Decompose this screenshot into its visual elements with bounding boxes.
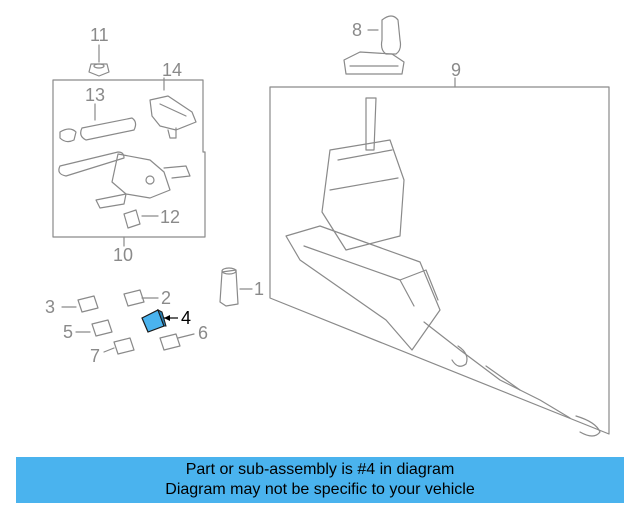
part-12-bracket (123, 209, 159, 229)
part-13-handle (59, 103, 137, 143)
callout-14: 14 (162, 60, 183, 80)
callout-7: 7 (90, 346, 101, 366)
callout-9: 9 (451, 60, 462, 80)
parts-diagram (52, 15, 610, 437)
callout-11: 11 (90, 25, 109, 45)
part-9-shifter (285, 97, 601, 437)
part-3-trim (61, 295, 99, 313)
callout-5: 5 (63, 322, 74, 342)
part-4-highlighted[interactable] (141, 308, 178, 333)
group-box-10 (52, 79, 206, 238)
part-6-trim (159, 333, 195, 351)
callout-6: 6 (198, 323, 209, 343)
part-14-trim (149, 77, 197, 139)
part-8-boot (343, 15, 405, 75)
part-5-trim (75, 319, 113, 337)
part-1-switch (219, 267, 253, 307)
part-2-cap (123, 289, 159, 307)
callout-4[interactable]: 4 (181, 308, 192, 328)
callout-3: 3 (45, 297, 56, 317)
callout-2: 2 (161, 288, 172, 308)
info-banner: Part or sub-assembly is #4 in diagram Di… (16, 457, 624, 503)
part-7-trim (103, 337, 135, 355)
callout-12: 12 (160, 207, 181, 227)
callout-13: 13 (85, 85, 106, 105)
group-box-9 (269, 86, 610, 435)
part-10-lever (58, 151, 191, 209)
part-11-nut (88, 44, 110, 77)
callout-8: 8 (352, 20, 363, 40)
callout-1: 1 (254, 279, 265, 299)
banner-line-1: Part or sub-assembly is #4 in diagram (185, 461, 455, 478)
banner-line-2: Diagram may not be specific to your vehi… (165, 481, 475, 498)
callout-10: 10 (113, 245, 134, 265)
